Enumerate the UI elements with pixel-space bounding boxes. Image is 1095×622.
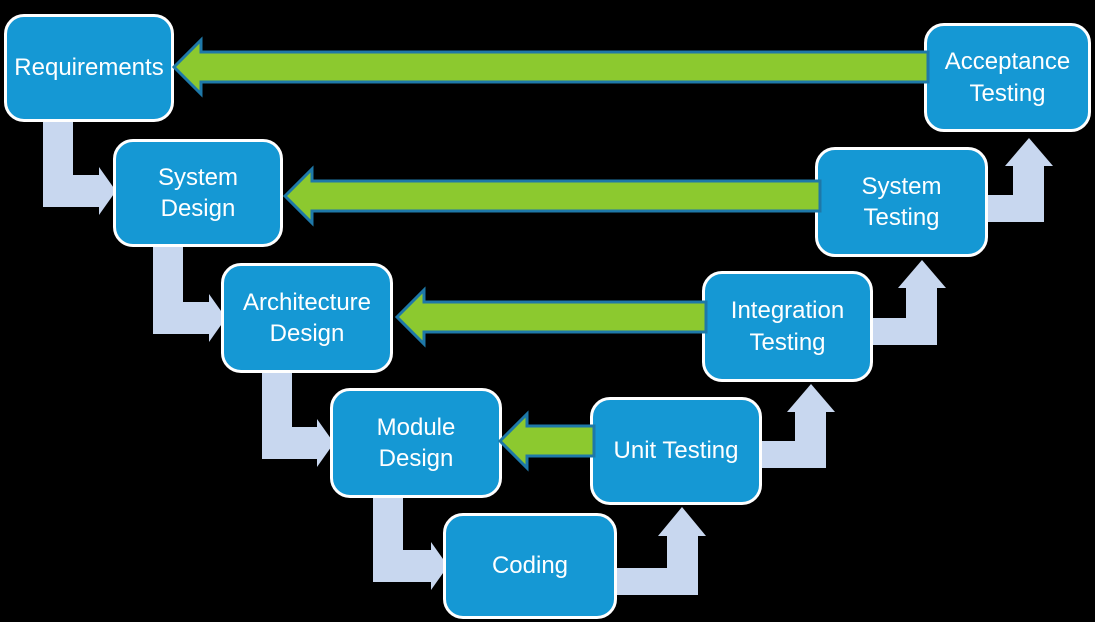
node-integration-testing-label: Integration Testing — [730, 297, 845, 356]
node-unit-testing: Unit Testing — [590, 397, 762, 505]
node-coding: Coding — [443, 513, 617, 619]
node-requirements: Requirements — [4, 14, 174, 122]
node-module-design-label: Module Design — [376, 413, 456, 472]
node-acceptance-testing: Acceptance Testing — [924, 23, 1091, 132]
flow-arrow-module-design-to-coding — [373, 493, 448, 590]
node-architecture-design-label: Architecture Design — [242, 288, 372, 347]
flow-arrow-coding-to-unit-testing — [612, 507, 706, 595]
node-acceptance-testing-label: Acceptance Testing — [944, 48, 1071, 107]
node-module-design: Module Design — [330, 388, 502, 498]
node-coding-label: Coding — [491, 552, 569, 580]
node-system-design-label: System Design — [157, 163, 238, 222]
node-system-design: System Design — [113, 139, 283, 247]
node-system-testing: System Testing — [815, 147, 988, 257]
node-integration-testing: Integration Testing — [702, 271, 873, 382]
node-requirements-label: Requirements — [14, 54, 164, 82]
flow-arrow-requirements-to-system-design — [43, 118, 116, 215]
node-system-testing-label: System Testing — [861, 172, 942, 231]
flow-arrow-architecture-design-to-module-design — [262, 368, 334, 467]
flow-arrow-unit-testing-to-integration-testing — [756, 384, 835, 468]
flow-arrow-integration-testing-to-system-testing — [866, 260, 946, 345]
node-architecture-design: Architecture Design — [221, 263, 393, 373]
flow-arrow-system-design-to-architecture-design — [153, 243, 226, 342]
node-unit-testing-label: Unit Testing — [613, 437, 739, 465]
flow-arrow-system-testing-to-acceptance-testing — [980, 138, 1053, 222]
